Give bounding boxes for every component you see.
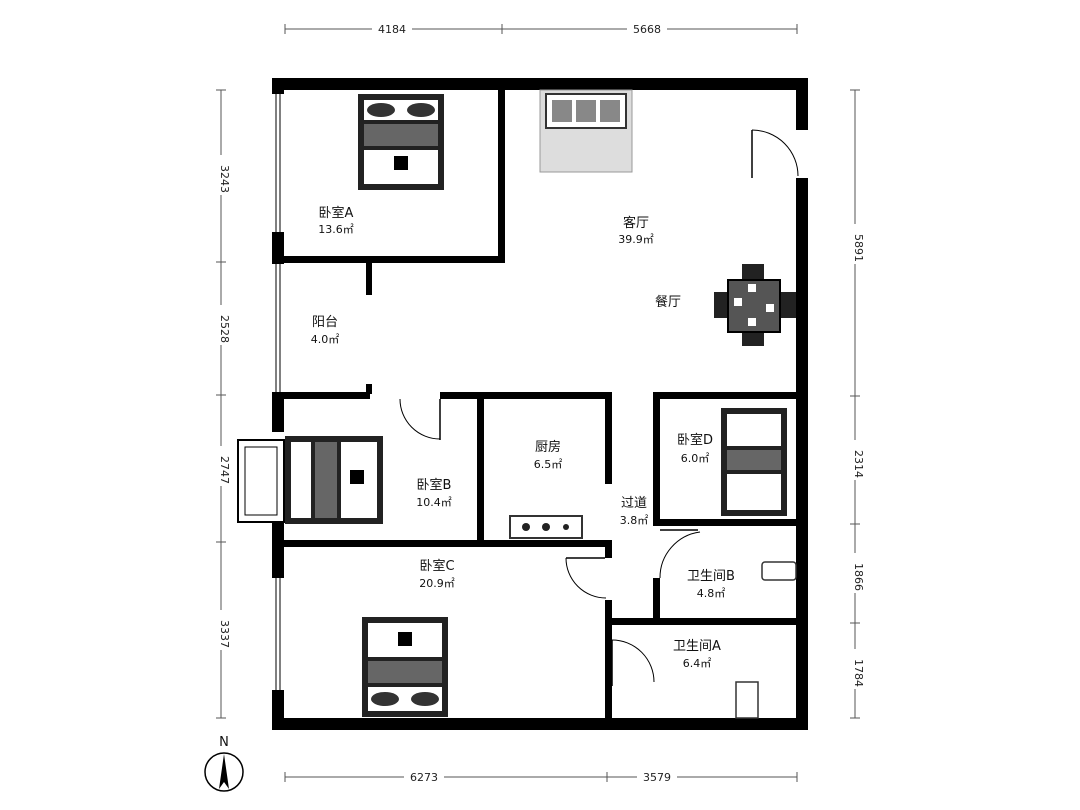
room-name-dining: 餐厅 [655,294,681,310]
room-name-bedroom-b: 卧室B [417,477,452,493]
dimension-lines [216,24,860,782]
room-name-corridor: 过道 [621,496,647,511]
dim-left-4: 3337 [218,620,231,648]
room-name-bath-b: 卫生间B [687,569,735,584]
room-area-kitchen: 6.5㎡ [534,458,563,471]
dim-bottom-1: 6273 [410,771,438,784]
room-area-bath-a: 6.4㎡ [683,657,712,670]
interior-walls [272,90,802,724]
bed-icon [721,408,787,516]
compass-label: N [219,735,229,750]
dim-right-3: 1866 [852,563,865,591]
room-area-bedroom-b: 10.4㎡ [416,496,452,509]
room-area-bath-b: 4.8㎡ [697,587,726,600]
exterior-walls [272,78,808,730]
bed-icon [285,436,383,524]
dim-right-2: 2314 [852,450,865,478]
dim-top-1: 4184 [378,23,406,36]
dim-bottom-2: 3579 [643,771,671,784]
room-area-balcony: 4.0㎡ [311,333,340,346]
room-labels: 卧室A 13.6㎡ 客厅 39.9㎡ 餐厅 阳台 4.0㎡ 厨房 6.5㎡ 卧室… [311,205,735,670]
sofa-icon [539,89,633,173]
room-area-living: 39.9㎡ [618,233,654,246]
room-name-bedroom-a: 卧室A [319,205,354,221]
dim-left-3: 2747 [218,456,231,484]
sink-icon [761,561,797,581]
room-name-balcony: 阳台 [312,315,338,330]
room-name-bath-a: 卫生间A [673,639,721,654]
room-area-bedroom-a: 13.6㎡ [318,223,354,236]
room-area-bedroom-c: 20.9㎡ [419,577,455,590]
stove-icon [509,515,583,539]
dim-right-4: 1784 [852,659,865,687]
room-name-living: 客厅 [623,215,649,231]
dim-left-1: 3243 [218,165,231,193]
dim-right-1: 5891 [852,234,865,262]
dim-left-2: 2528 [218,315,231,343]
compass-icon: N [204,735,244,792]
room-area-bedroom-d: 6.0㎡ [681,452,710,465]
bed-icon [362,617,448,717]
furniture [237,89,797,719]
room-name-bedroom-d: 卧室D [677,432,713,448]
bed-icon [358,94,444,190]
dimension-labels: 4184 5668 6273 3579 3243 2528 2747 3337 … [214,22,865,784]
toilet-icon [735,681,759,719]
doors [399,129,799,686]
dining-table-icon [714,264,796,346]
room-name-kitchen: 厨房 [535,439,561,455]
dim-top-2: 5668 [633,23,661,36]
room-name-bedroom-c: 卧室C [419,558,454,574]
room-area-corridor: 3.8㎡ [620,514,649,527]
